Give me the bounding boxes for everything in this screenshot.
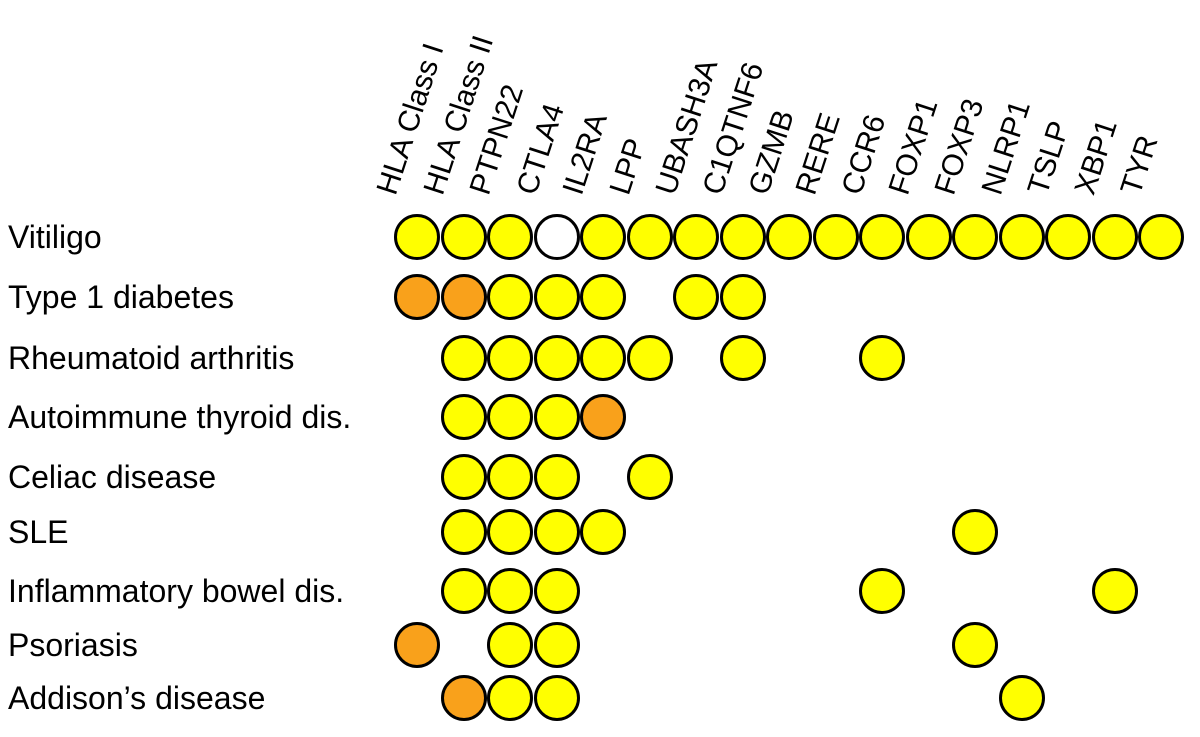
association-dot-vitiligo-ctla4 <box>533 214 580 260</box>
association-dot-inflammatory-bowel-dis-hla-class-ii <box>440 568 487 614</box>
association-dot-autoimmune-thyroid-dis-ctla4 <box>533 394 580 440</box>
association-dot-psoriasis-foxp3 <box>952 622 998 668</box>
association-dot-vitiligo-c1qtnf6 <box>719 214 766 260</box>
association-dot-vitiligo-hla-class-i <box>394 214 440 260</box>
association-dot-rheumatoid-arthritis-il2ra <box>580 335 626 381</box>
association-dot-vitiligo-tyr <box>1138 214 1184 260</box>
row-label-rheumatoid-arthritis: Rheumatoid arthritis <box>8 340 295 376</box>
association-dot-rheumatoid-arthritis-ptpn22 <box>487 335 533 381</box>
association-dot-sle-ptpn22 <box>487 509 533 555</box>
association-dot-celiac-disease-ctla4 <box>533 454 580 500</box>
association-dot-inflammatory-bowel-dis-ccr6 <box>859 568 905 614</box>
association-dot-vitiligo-gzmb <box>766 214 812 260</box>
column-header-lpp: LPP <box>603 134 653 199</box>
association-dot-addison-s-disease-hla-class-ii <box>440 675 487 721</box>
association-dot-psoriasis-ptpn22 <box>487 622 533 668</box>
association-dot-inflammatory-bowel-dis-ctla4 <box>533 568 580 614</box>
association-dot-celiac-disease-hla-class-ii <box>440 454 487 500</box>
column-header-tyr: TYR <box>1114 131 1165 199</box>
association-dot-inflammatory-bowel-dis-xbp1 <box>1091 568 1138 614</box>
association-dot-sle-foxp3 <box>952 509 998 555</box>
association-dot-type-1-diabetes-c1qtnf6 <box>719 274 766 320</box>
association-dot-sle-il2ra <box>580 509 626 555</box>
association-dot-vitiligo-ubash3a <box>673 214 719 260</box>
association-dot-autoimmune-thyroid-dis-il2ra <box>580 394 626 440</box>
association-dot-celiac-disease-lpp <box>626 454 673 500</box>
row-label-type-1-diabetes: Type 1 diabetes <box>8 279 234 315</box>
association-dot-type-1-diabetes-hla-class-i <box>394 274 440 320</box>
association-dot-addison-s-disease-ptpn22 <box>487 675 533 721</box>
association-dot-psoriasis-ctla4 <box>533 622 580 668</box>
association-dot-sle-ctla4 <box>533 509 580 555</box>
association-dot-autoimmune-thyroid-dis-hla-class-ii <box>440 394 487 440</box>
association-dot-type-1-diabetes-il2ra <box>580 274 626 320</box>
row-label-sle: SLE <box>8 514 69 550</box>
association-dot-vitiligo-il2ra <box>580 214 626 260</box>
association-dot-rheumatoid-arthritis-ctla4 <box>533 335 580 381</box>
association-dot-psoriasis-hla-class-i <box>394 622 440 668</box>
row-label-inflammatory-bowel-dis: Inflammatory bowel dis. <box>8 573 345 609</box>
association-dot-vitiligo-ptpn22 <box>487 214 533 260</box>
association-dot-vitiligo-lpp <box>626 214 673 260</box>
association-dot-addison-s-disease-ctla4 <box>533 675 580 721</box>
association-dot-type-1-diabetes-ctla4 <box>533 274 580 320</box>
row-label-vitiligo: Vitiligo <box>8 219 102 255</box>
association-dot-type-1-diabetes-hla-class-ii <box>440 274 487 320</box>
association-dot-vitiligo-tslp <box>1045 214 1091 260</box>
association-dot-rheumatoid-arthritis-hla-class-ii <box>440 335 487 381</box>
association-dot-vitiligo-ccr6 <box>859 214 905 260</box>
association-dot-vitiligo-xbp1 <box>1091 214 1138 260</box>
association-dot-rheumatoid-arthritis-ccr6 <box>859 335 905 381</box>
association-dot-vitiligo-nlrp1 <box>998 214 1045 260</box>
row-label-celiac-disease: Celiac disease <box>8 459 217 495</box>
association-dot-rheumatoid-arthritis-lpp <box>626 335 673 381</box>
association-dot-sle-hla-class-ii <box>440 509 487 555</box>
association-dot-type-1-diabetes-ptpn22 <box>487 274 533 320</box>
association-dot-type-1-diabetes-ubash3a <box>673 274 719 320</box>
association-dot-vitiligo-foxp1 <box>905 214 952 260</box>
association-dot-vitiligo-foxp3 <box>952 214 998 260</box>
association-dot-rheumatoid-arthritis-c1qtnf6 <box>719 335 766 381</box>
row-label-autoimmune-thyroid-dis: Autoimmune thyroid dis. <box>8 399 352 435</box>
row-label-addison-s-disease: Addison’s disease <box>8 680 266 716</box>
association-dot-vitiligo-rere <box>812 214 859 260</box>
association-dot-vitiligo-hla-class-ii <box>440 214 487 260</box>
association-dot-celiac-disease-ptpn22 <box>487 454 533 500</box>
row-label-psoriasis: Psoriasis <box>8 627 138 663</box>
association-dot-inflammatory-bowel-dis-ptpn22 <box>487 568 533 614</box>
association-dot-autoimmune-thyroid-dis-ptpn22 <box>487 394 533 440</box>
association-dot-addison-s-disease-nlrp1 <box>998 675 1045 721</box>
